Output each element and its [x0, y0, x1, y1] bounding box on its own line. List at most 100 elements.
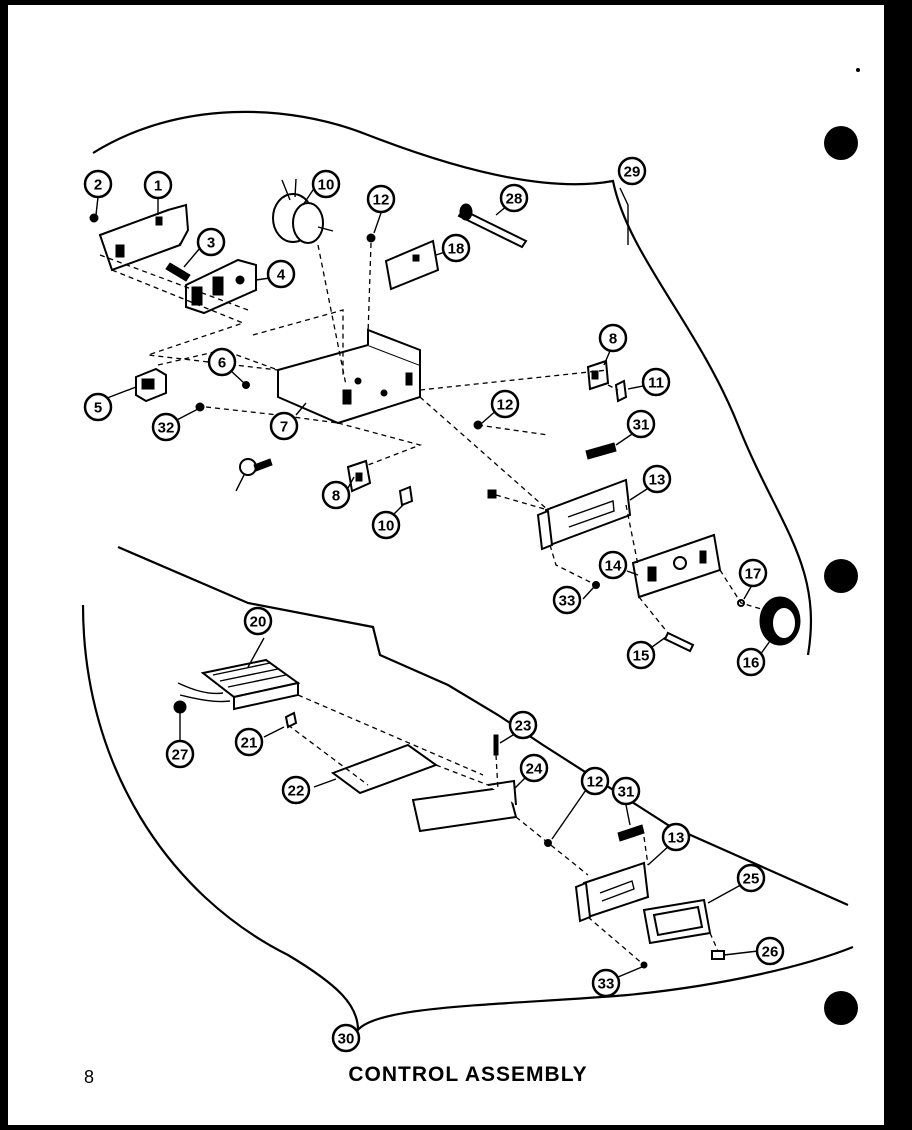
svg-text:17: 17 [745, 566, 762, 583]
svg-text:33: 33 [559, 593, 576, 610]
callout-22: 22 [281, 775, 311, 805]
part-control-panel [574, 861, 650, 923]
part-clip [711, 950, 725, 960]
svg-text:31: 31 [618, 784, 635, 801]
callout-14: 14 [598, 550, 628, 580]
part-terminal-block [177, 658, 301, 711]
part-spring [165, 262, 191, 282]
callout-26: 26 [755, 936, 785, 966]
part-control-panel [536, 478, 632, 551]
lower-assembly-outline [81, 604, 854, 1034]
callout-23: 23 [508, 710, 538, 740]
svg-text:21: 21 [241, 735, 258, 752]
part-mounting-plate [631, 533, 722, 599]
part-motor [272, 178, 334, 244]
callout-6: 6 [207, 347, 237, 377]
svg-text:4: 4 [277, 267, 286, 284]
callout-11: 11 [641, 367, 671, 397]
callout-31-upper: 31 [626, 409, 656, 439]
callout-24: 24 [519, 753, 549, 783]
callout-18: 18 [441, 233, 471, 263]
svg-text:29: 29 [624, 164, 641, 181]
part-toggle-switch [135, 367, 167, 403]
svg-text:1: 1 [154, 178, 162, 195]
svg-text:20: 20 [250, 614, 267, 631]
callout-13-lower: 13 [661, 822, 691, 852]
part-bracket [411, 779, 518, 833]
part-chassis [277, 328, 421, 425]
part-clip [284, 711, 298, 729]
svg-text:16: 16 [743, 655, 760, 672]
callout-25: 25 [736, 863, 766, 893]
svg-text:33: 33 [598, 976, 615, 993]
part-terminal [398, 485, 414, 507]
svg-text:26: 26 [762, 944, 779, 961]
callout-32: 32 [151, 412, 181, 442]
callout-15: 15 [626, 640, 656, 670]
svg-text:10: 10 [318, 177, 335, 194]
part-clip [242, 381, 250, 389]
callout-20: 20 [243, 606, 273, 636]
callout-12-lower: 12 [580, 766, 610, 796]
callout-1: 1 [143, 170, 173, 200]
svg-text:25: 25 [743, 871, 760, 888]
part-spring [585, 442, 617, 460]
page-number: 8 [84, 1067, 95, 1087]
svg-text:12: 12 [497, 397, 514, 414]
svg-text:30: 30 [338, 1031, 355, 1048]
binder-hole-top [824, 126, 858, 160]
svg-text:6: 6 [218, 355, 226, 372]
svg-text:28: 28 [506, 191, 523, 208]
part-relay [586, 359, 610, 391]
part-cable-clip [235, 458, 273, 492]
svg-text:11: 11 [648, 375, 664, 392]
callout-12-top: 12 [366, 184, 396, 214]
svg-text:15: 15 [633, 648, 650, 665]
callout-8-upper: 8 [598, 323, 628, 353]
part-switch-block [185, 258, 257, 315]
svg-text:12: 12 [587, 774, 604, 791]
callout-5: 5 [83, 392, 113, 422]
callout-4: 4 [266, 259, 296, 289]
assembly-guide-lines [99, 242, 769, 966]
svg-text:13: 13 [649, 472, 666, 489]
part-base-plate [330, 743, 439, 795]
callout-28: 28 [499, 183, 529, 213]
callout-33-lower: 33 [591, 968, 621, 998]
part-screw-pin [493, 734, 499, 756]
callout-30: 30 [331, 1023, 361, 1053]
part-screw [366, 233, 376, 243]
svg-text:8: 8 [609, 331, 617, 348]
part-bracket [98, 203, 190, 272]
callout-7: 7 [269, 411, 299, 441]
part-long-screw [457, 203, 528, 249]
callout-29: 29 [617, 156, 647, 186]
part-spring [617, 824, 645, 842]
upper-assembly-outline [92, 110, 813, 656]
part-knob [759, 596, 801, 646]
part-circuit-board [384, 239, 440, 291]
svg-text:32: 32 [158, 420, 175, 437]
page-title: CONTROL ASSEMBLY [348, 1063, 588, 1086]
callout-2: 2 [83, 169, 113, 199]
svg-text:22: 22 [288, 783, 305, 800]
callout-13-upper: 13 [642, 464, 672, 494]
diagram-sheet: 1 2 3 4 5 6 7 8 8 10 10 11 12 12 12 13 1… [8, 5, 884, 1125]
svg-text:18: 18 [448, 241, 465, 258]
callout-17: 17 [738, 558, 768, 588]
callout-16: 16 [736, 647, 766, 677]
binder-hole-bottom [824, 991, 858, 1025]
svg-text:23: 23 [515, 718, 532, 735]
part-screw [89, 213, 99, 223]
part-grommet [173, 700, 187, 714]
part-terminal [614, 379, 628, 403]
svg-text:24: 24 [526, 761, 543, 778]
svg-text:31: 31 [633, 417, 650, 434]
callout-3: 3 [196, 227, 226, 257]
callout-33-upper: 33 [552, 585, 582, 615]
callout-12-middle: 12 [490, 389, 520, 419]
callout-8-lower: 8 [321, 480, 351, 510]
svg-text:14: 14 [605, 558, 622, 575]
svg-text:5: 5 [94, 400, 102, 417]
svg-text:12: 12 [373, 192, 390, 209]
